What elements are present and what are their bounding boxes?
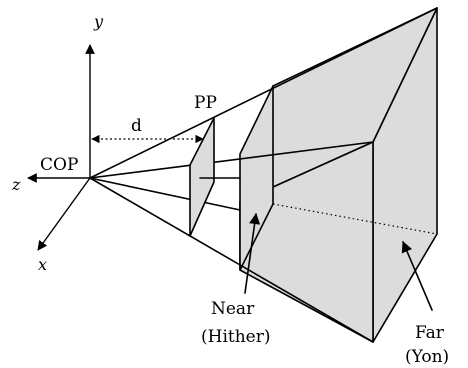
near-pointer: [244, 212, 261, 294]
far-pointer: [401, 240, 433, 311]
z-axis-label: z: [11, 175, 21, 194]
projection-plane: [189, 117, 215, 237]
far-label: Far: [415, 323, 445, 343]
pp-label: PP: [194, 93, 217, 113]
near-alt-label: (Hither): [201, 327, 271, 347]
far-alt-label: (Yon): [405, 347, 449, 367]
near-plane: [239, 85, 274, 271]
x-axis-label: x: [38, 255, 47, 274]
cop-label: COP: [40, 155, 78, 175]
ray-back-right: [89, 141, 374, 179]
hidden-edge-bottom: [272, 203, 438, 235]
near-label: Near: [211, 299, 255, 319]
ray-front-left: [89, 177, 241, 211]
ray-lower: [89, 177, 374, 343]
y-axis-label: y: [93, 12, 104, 31]
ray-upper: [89, 7, 438, 179]
distance-d-label: d: [131, 116, 142, 136]
x-axis: [37, 177, 91, 251]
